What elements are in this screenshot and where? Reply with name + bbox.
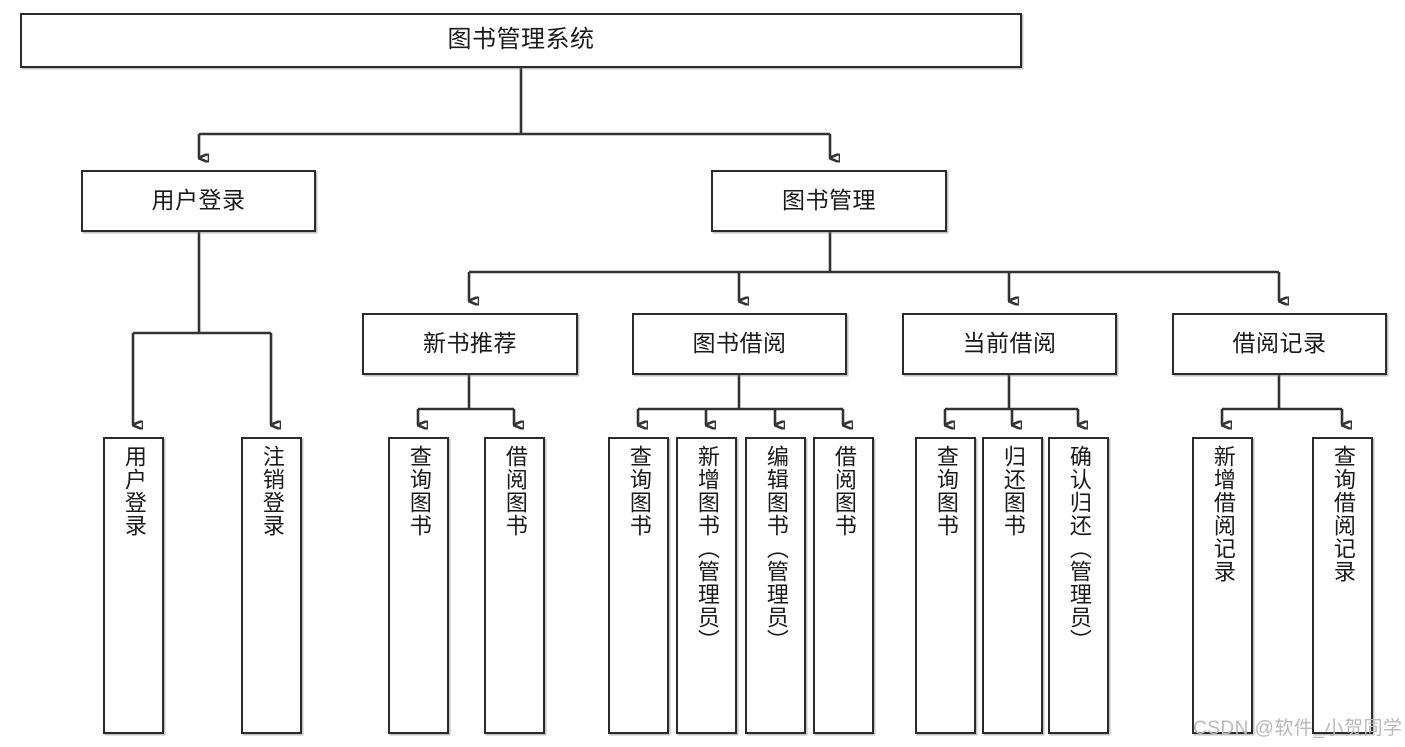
node-leaf-borrow-book-2-label: 借阅图书	[831, 445, 857, 537]
node-leaf-query-record[interactable]: 查询借阅记录	[1312, 437, 1373, 734]
node-user-login[interactable]: 用户登录	[81, 170, 316, 232]
node-leaf-confirm-return[interactable]: 确认归还（管理员）	[1048, 437, 1109, 734]
node-leaf-add-record-label: 新增借阅记录	[1210, 445, 1236, 583]
node-current-borrow-label: 当前借阅	[962, 330, 1057, 357]
node-leaf-query-book-1-label: 查询图书	[406, 445, 432, 537]
node-current-borrow[interactable]: 当前借阅	[902, 313, 1117, 375]
link-newbook-to-leaves	[416, 375, 514, 425]
watermark: CSDN @软件_小贺同学	[1193, 718, 1403, 739]
link-root-to-level2	[197, 68, 830, 158]
node-leaf-return-book-label: 归还图书	[1000, 445, 1026, 537]
node-user-login-label: 用户登录	[151, 187, 246, 214]
node-new-book-rec-label: 新书推荐	[423, 330, 517, 357]
node-leaf-borrow-book-2[interactable]: 借阅图书	[813, 437, 874, 734]
node-leaf-add-record[interactable]: 新增借阅记录	[1192, 437, 1253, 734]
node-leaf-user-logout-label: 注销登录	[259, 445, 285, 537]
node-leaf-user-login-label: 用户登录	[121, 445, 147, 537]
node-book-manage-label: 图书管理	[782, 187, 876, 214]
node-leaf-return-book[interactable]: 归还图书	[982, 437, 1043, 734]
link-currentborrow-to-leaves	[943, 375, 1078, 425]
node-new-book-rec[interactable]: 新书推荐	[362, 313, 578, 375]
node-leaf-query-record-label: 查询借阅记录	[1330, 445, 1356, 583]
node-leaf-user-login[interactable]: 用户登录	[103, 437, 164, 734]
node-leaf-query-book-2[interactable]: 查询图书	[608, 437, 669, 734]
node-leaf-edit-book[interactable]: 编辑图书（管理员）	[745, 437, 806, 734]
link-userlogin-to-leaves	[131, 232, 271, 425]
node-root[interactable]: 图书管理系统	[20, 13, 1022, 68]
node-leaf-user-logout[interactable]: 注销登录	[241, 437, 302, 734]
node-book-borrow-label: 图书借阅	[692, 330, 787, 357]
node-leaf-confirm-return-label: 确认归还（管理员）	[1066, 445, 1092, 652]
node-root-label: 图书管理系统	[447, 26, 595, 54]
node-borrow-record[interactable]: 借阅记录	[1172, 313, 1387, 375]
node-leaf-edit-book-label: 编辑图书（管理员）	[763, 445, 789, 652]
node-leaf-add-book[interactable]: 新增图书（管理员）	[676, 437, 737, 734]
node-leaf-query-book-2-label: 查询图书	[626, 445, 652, 537]
node-leaf-query-book-3[interactable]: 查询图书	[915, 437, 976, 734]
node-book-manage[interactable]: 图书管理	[711, 170, 947, 232]
node-leaf-add-book-label: 新增图书（管理员）	[694, 445, 720, 652]
node-leaf-borrow-book-1-label: 借阅图书	[502, 445, 528, 537]
link-borrowrecord-to-leaves	[1220, 375, 1342, 425]
node-book-borrow[interactable]: 图书借阅	[632, 313, 847, 375]
node-leaf-borrow-book-1[interactable]: 借阅图书	[484, 437, 545, 734]
node-borrow-record-label: 借阅记录	[1232, 330, 1327, 357]
link-bookmanage-to-level3	[467, 232, 1279, 301]
link-bookborrow-to-leaves	[636, 375, 843, 425]
node-leaf-query-book-1[interactable]: 查询图书	[388, 437, 449, 734]
node-leaf-query-book-3-label: 查询图书	[933, 445, 959, 537]
